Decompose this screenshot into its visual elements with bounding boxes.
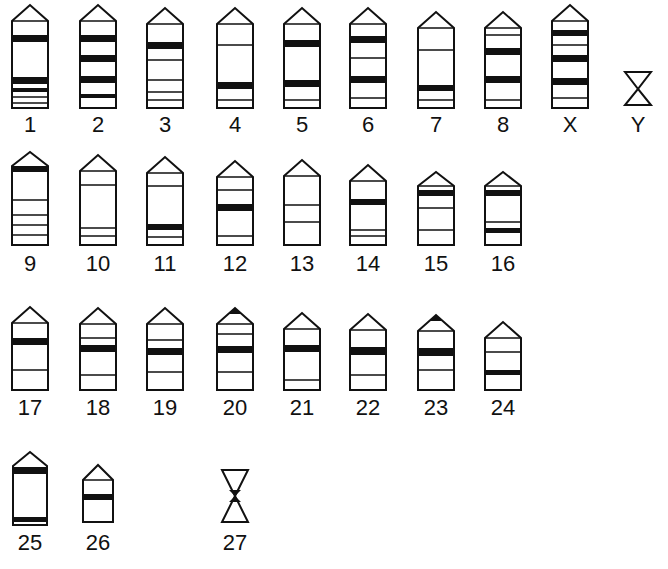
chromosome-number: 17	[18, 396, 42, 420]
chromosome	[625, 72, 651, 105]
chromosome-number: 13	[290, 252, 314, 276]
chromosome	[147, 157, 183, 245]
chromosome-number: 27	[223, 531, 247, 555]
chromosome-number: 7	[430, 113, 442, 137]
chromosome	[12, 152, 48, 245]
chromosome	[80, 308, 116, 390]
chromosome	[350, 8, 386, 108]
chromosome-number: 1	[24, 113, 36, 137]
chromosome-number: 11	[154, 252, 177, 276]
chromosome-number: 9	[24, 252, 36, 276]
chromosome	[418, 12, 454, 108]
chromosome-number: 5	[296, 113, 308, 137]
chromosome-number: 12	[223, 252, 247, 276]
chromosome	[80, 5, 116, 108]
chromosome	[222, 470, 248, 522]
chromosome-number: 3	[159, 113, 171, 137]
chromosome-number: Y	[631, 113, 646, 137]
chromosome-number: 8	[497, 113, 509, 137]
chromosome-number: X	[563, 113, 578, 137]
chromosome-number: 22	[356, 396, 380, 420]
chromosome	[217, 8, 253, 108]
chromosome-number: 18	[86, 396, 110, 420]
chromosome	[147, 308, 183, 390]
chromosome-number: 2	[92, 113, 104, 137]
chromosome	[217, 161, 253, 245]
chromosome-number: 24	[491, 396, 515, 420]
chromosome	[83, 465, 113, 522]
chromosome-number: 19	[153, 396, 177, 420]
chromosome-number: 10	[86, 252, 110, 276]
chromosome	[485, 172, 521, 245]
chromosome	[217, 308, 253, 390]
chromosome	[418, 315, 454, 390]
chromosome	[350, 165, 386, 245]
chromosome-number: 6	[362, 113, 374, 137]
chromosome-number: 16	[491, 252, 515, 276]
chromosome-number: 25	[18, 531, 42, 555]
chromosome-number: 21	[290, 396, 314, 420]
chromosome	[485, 322, 521, 390]
chromosome	[12, 307, 48, 390]
chromosome	[12, 5, 48, 108]
chromosome-number: 26	[86, 531, 110, 555]
chromosome-number: 14	[356, 252, 380, 276]
chromosome	[418, 172, 454, 245]
chromosome	[552, 5, 588, 108]
chromosome	[147, 8, 183, 108]
chromosome	[350, 314, 386, 390]
chromosome	[80, 155, 116, 245]
chromosome	[284, 8, 320, 108]
chromosome-number: 15	[424, 252, 448, 276]
chromosome	[13, 452, 47, 525]
chromosome-number: 4	[229, 113, 241, 137]
chromosome-number: 20	[223, 396, 247, 420]
chromosome	[284, 313, 320, 390]
chromosome	[485, 12, 521, 108]
chromosome	[284, 160, 320, 245]
chromosome-number: 23	[424, 396, 448, 420]
